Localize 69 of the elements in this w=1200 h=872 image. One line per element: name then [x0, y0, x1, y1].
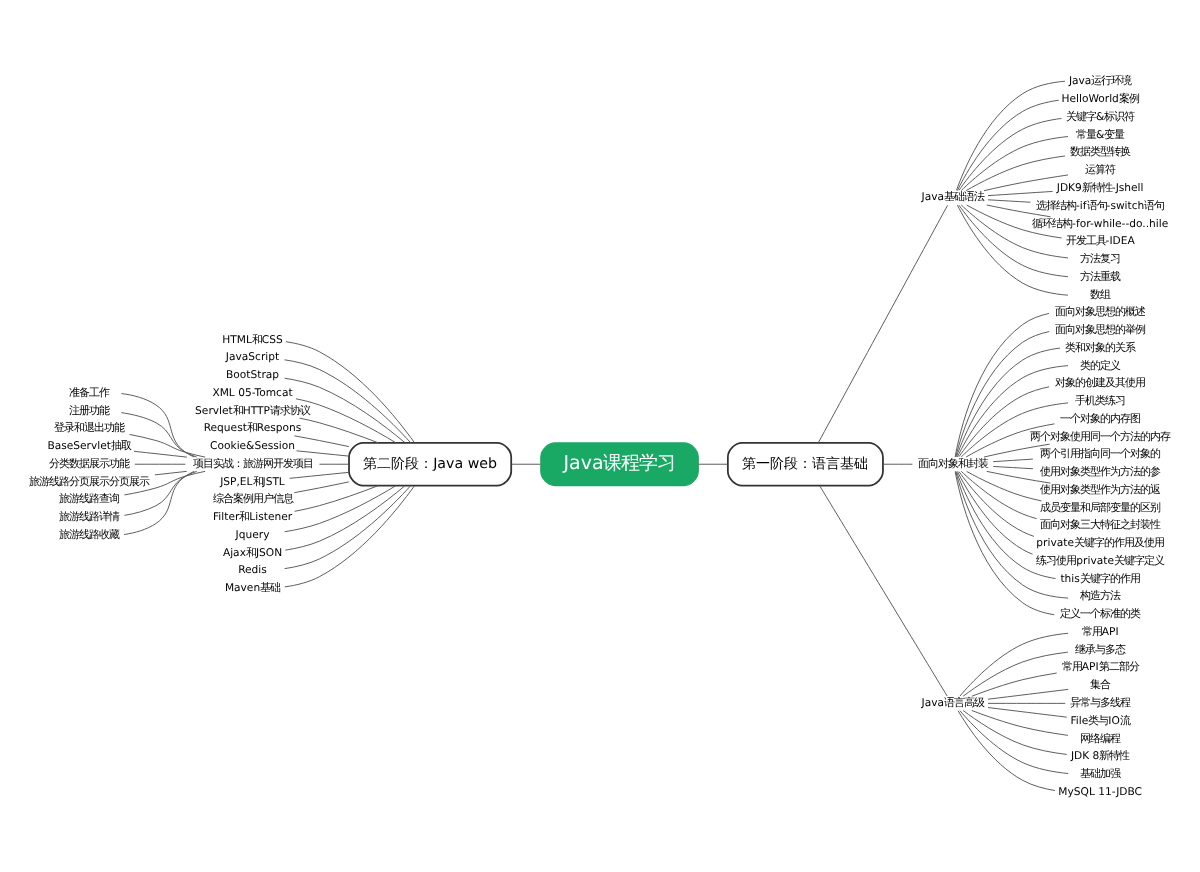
- connector: [289, 470, 350, 478]
- connector: [123, 469, 195, 534]
- connector: [133, 449, 188, 457]
- connector: [120, 392, 195, 457]
- connector: [960, 401, 1069, 457]
- connector: [986, 469, 1051, 483]
- connector: [285, 340, 415, 442]
- connector: [960, 203, 1069, 258]
- connector: [123, 469, 206, 495]
- connector: [819, 484, 948, 696]
- connector: [956, 98, 1060, 190]
- connector: [992, 457, 1034, 462]
- connector: [956, 364, 1069, 457]
- connector: [511, 462, 541, 464]
- connector: [987, 706, 1068, 717]
- connector: [966, 470, 1042, 501]
- connector: [954, 469, 1055, 615]
- connector: [958, 117, 1062, 190]
- connector: [965, 154, 1066, 191]
- connector: [294, 484, 379, 511]
- connector: [295, 397, 397, 443]
- connector: [966, 203, 1063, 238]
- connector: [319, 462, 350, 464]
- connector: [284, 484, 397, 532]
- connector: [956, 203, 1069, 295]
- connector: [284, 484, 406, 550]
- connector: [284, 358, 412, 443]
- connector: [987, 687, 1069, 699]
- connector: [882, 462, 913, 464]
- connector: [960, 469, 1038, 519]
- connector: [983, 173, 1069, 191]
- connector: [959, 631, 1069, 696]
- connector: [962, 709, 1068, 754]
- connector: [971, 709, 1069, 735]
- node-box: Java课程学习: [540, 441, 699, 486]
- connector: [698, 462, 728, 464]
- connector: [992, 465, 1034, 469]
- connector: [284, 484, 412, 569]
- connector: [134, 462, 186, 464]
- connector: [817, 203, 949, 443]
- connector: [956, 469, 1033, 554]
- connector: [987, 198, 1031, 202]
- connector: [299, 416, 379, 443]
- connector: [123, 469, 198, 515]
- connector: [987, 701, 1066, 703]
- connector: [956, 346, 1061, 457]
- connector: [284, 484, 415, 587]
- connector: [956, 79, 1066, 190]
- connector: [284, 376, 406, 443]
- connector: [959, 709, 1069, 773]
- connector: [958, 385, 1050, 457]
- connector: [962, 650, 1069, 696]
- connector: [120, 411, 198, 457]
- connector: [971, 671, 1058, 696]
- connector: [293, 434, 350, 447]
- connector: [965, 422, 1055, 457]
- connector: [129, 432, 206, 457]
- connector: [293, 480, 350, 493]
- connector: [956, 470, 1057, 579]
- connector: [987, 189, 1054, 196]
- connector: [958, 470, 1035, 536]
- connector: [960, 135, 1069, 190]
- connector: [958, 203, 1069, 277]
- connector: [986, 203, 1051, 217]
- connector: [955, 469, 1069, 598]
- connector: [296, 449, 350, 456]
- connector: [983, 442, 1051, 457]
- connector: [957, 709, 1056, 790]
- connector: [154, 469, 188, 475]
